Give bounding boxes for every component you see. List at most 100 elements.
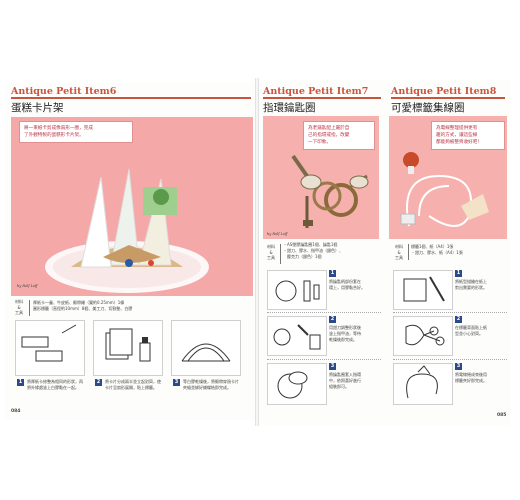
item6-title-en: Antique Petit Item6 [11,86,117,97]
step-number-badge: 1 [17,379,24,386]
step-text-line: 環上，用膠黏合好。 [329,285,365,290]
step-number-badge: 3 [455,363,462,370]
materials-line: ・AS塑膠鑰匙圈1個、鑰匙1個 [283,242,338,247]
item7-step3-image [267,363,327,405]
materials-line: ・鉗刀、膠水、紙（A4）1張 [411,250,463,255]
step-text-line: 中，依照喜好進行 [329,378,361,383]
wound-cord-icon [406,365,438,399]
page-number: 084 [11,409,21,414]
item6-materials: 厚紙卡一疊、牛皮紙、緞帶繩（寬約0.25mm）1條 圓形標籤（直徑約10mm）8… [33,300,243,312]
item7-materials-label: 材料 & 工具 [265,244,277,261]
item8-callout-line: 都能夠被整齊收好吧！ [436,140,482,145]
item6-callout-line: 將一束紙卡剪成像扇形一圈，完成 [24,126,93,131]
right-page: Antique Petit Item7 指環鑰匙圈 為老鑰匙配上屬於自 己的指環… [259,80,510,425]
step-separator [393,359,507,360]
item7-step2-image [267,316,327,356]
item7-step1-text: 將鑰匙柄部份套在 環上，用膠黏合好。 [329,279,383,291]
cake-card-stand-illustration [45,168,209,293]
step-text-line: 在標籤背面貼上紙 [455,325,487,330]
materials-label-line: 材料 [395,244,403,249]
materials-label-line: 工具 [15,310,23,315]
materials-line: 圓形標籤（直徑約10mm）8個、美工刀、切割墊、白膠 [33,306,133,311]
materials-line: 標籤1個、紙（A4）1張 [411,244,454,249]
item7-credit: by Rolf Loff [267,232,288,236]
item6-callout-line: 了外觀特製的蛋糕形卡片架。 [24,133,84,138]
item8-step2-image [393,316,453,356]
step-text-line: 塗上指甲油，等待 [329,331,361,336]
step-number-badge: 1 [329,270,336,277]
item6-step2-image [93,320,163,376]
item8-callout-line: 趣的方式，讓這些線 [436,133,478,138]
item6-title-rule [11,97,251,99]
materials-label-line: 材料 [15,299,23,304]
item6-materials-label: 材料 & 工具 [13,299,25,316]
materials-label-line: & [397,249,401,255]
item8-callout: 為電線整理提供更有 趣的方式，讓這些線 都能夠被整齊收好吧！ [431,121,505,150]
materials-line: ・鉗刀、膠水、指甲油（銀色）、 [283,248,343,253]
item8-title-zh: 可愛標籤集線圈 [391,102,465,114]
materials-label-line: & [17,304,21,310]
item6-photo [11,117,253,296]
item8-title-rule [391,97,505,99]
cut-template-icon [403,276,445,302]
book-gutter [255,78,259,426]
item7-callout-line: 一下印象。 [308,140,331,145]
fan-cards-icon [181,343,231,362]
step-text-line: 將鑰匙柄部份套在 [329,279,361,284]
glue-bottle-icon [105,328,151,362]
item7-materials: ・AS塑膠鑰匙圈1個、鑰匙1個 ・鉗刀、膠水、指甲油（銀色）、 壓克力（銀色）1… [283,242,381,260]
item6-step1-text: 將厚紙卡修整為相同的形狀，再 將外緣處塗上白膠黏在一起。 [27,379,87,391]
left-page: Antique Petit Item6 蛋糕卡片架 將一束紙卡剪成像扇形一圈，完… [5,83,256,420]
item6-title-zh: 蛋糕卡片架 [11,102,64,114]
cards-stack-icon [21,324,77,362]
materials-label-line: 材料 [267,244,275,249]
item7-title-en: Antique Petit Item7 [263,86,369,97]
step-text-line: 夾縫並綁好蝴蝶結即完成。 [183,385,231,390]
ring-keychain-illustration [291,154,369,228]
item8-step1-image [393,270,453,310]
item6-step2-text: 將卡片分成兩半並立起對齊，使 卡片呈扇形展開，貼上標籤。 [105,379,165,391]
page-number: 085 [497,413,507,418]
materials-divider [29,300,30,316]
step-number-badge: 3 [173,379,180,386]
item7-step2-text: 用鉗刀調整形狀後 塗上指甲油，等待 乾燥後即完成。 [329,325,383,343]
materials-divider [280,244,281,264]
step-text-line: 將卡片分成兩半並立起對齊，使 [105,379,161,384]
step-separator [267,359,381,360]
step-separator [267,312,381,313]
item7-step1-image [267,270,327,310]
step-number-badge: 2 [329,316,336,323]
item8-step3-text: 將電線捲成束後用 標籤夾好即完成。 [455,372,507,384]
materials-line: 厚紙卡一疊、牛皮紙、緞帶繩（寬約0.25mm）1條 [33,300,125,305]
step-text-line: 將厚紙卡修整為相同的形狀，再 [27,379,83,384]
item7-callout-line: 為老鑰匙配上屬於自 [308,126,350,131]
step-text-line: 組裝即可。 [329,384,349,389]
step-text-line: 等白膠乾燥後，將緞帶穿過卡片 [183,379,239,384]
item6-step1-image [15,320,85,376]
step-number-badge: 2 [455,316,462,323]
step-number-badge: 1 [455,270,462,277]
step-text-line: 標籤夾好即完成。 [455,378,487,383]
materials-line: 壓克力（銀色）1個 [283,254,322,259]
item7-callout: 為老鑰匙配上屬於自 己的指環戒指，改變 一下印象。 [303,121,375,150]
item8-materials-label: 材料 & 工具 [393,244,405,261]
materials-divider [408,244,409,260]
item7-title-rule [263,97,381,99]
step-text-line: 將電線捲成束後用 [455,372,487,377]
item8-materials: 標籤1個、紙（A4）1張 ・鉗刀、膠水、紙（A4）1張 [411,244,507,256]
materials-label-line: 工具 [395,255,403,260]
item6-callout: 將一束紙卡剪成像扇形一圈，完成 了外觀特製的蛋糕形卡片架。 [19,121,133,143]
step-number-badge: 2 [95,379,102,386]
item7-title-zh: 指環鑰匙圈 [263,102,316,114]
materials-label-line: 工具 [267,255,275,260]
cord-organizer-illustration [400,152,489,227]
step-text-line: 將鑰匙圈套入指環 [329,372,361,377]
step-text-line: 用鉗刀調整形狀後 [329,325,361,330]
item8-title-en: Antique Petit Item8 [391,86,497,97]
step-text-line: 剪出需要的形狀。 [455,285,487,290]
step-text-line: 將紙型描繪在紙上 [455,279,487,284]
item8-step1-text: 將紙型描繪在紙上 剪出需要的形狀。 [455,279,507,291]
ring-bottle-icon [273,324,321,350]
step-separator [393,312,507,313]
item8-callout-line: 為電線整理提供更有 [436,126,478,131]
